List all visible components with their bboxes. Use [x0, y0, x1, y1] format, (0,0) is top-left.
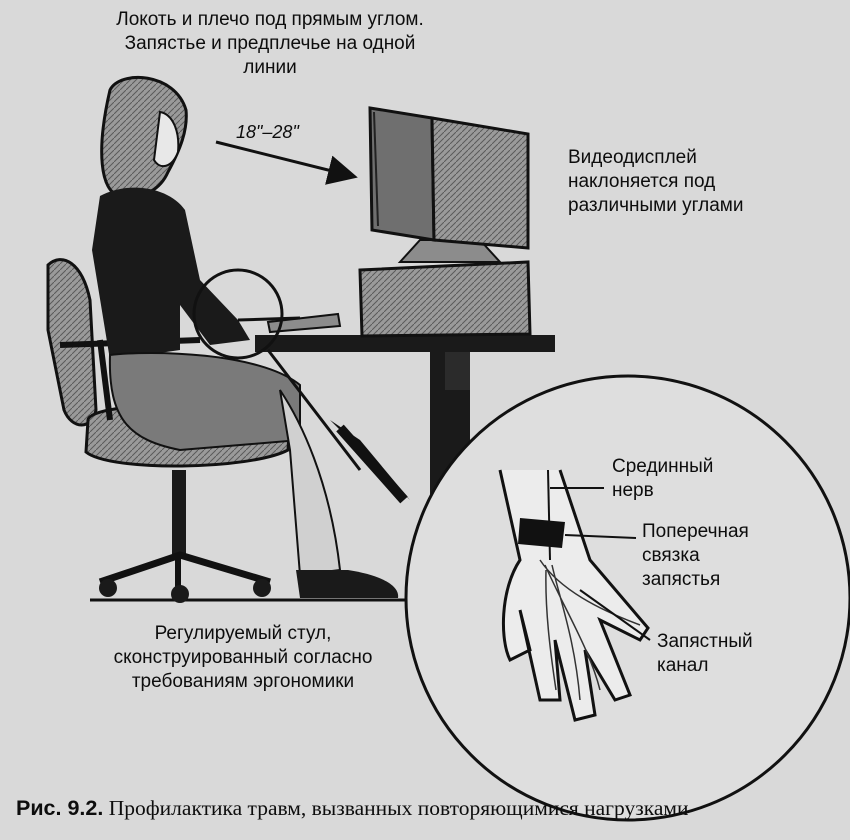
- zoom-arrow: [266, 349, 410, 504]
- figure-number: Рис. 9.2.: [16, 796, 104, 820]
- ligament-label-line: Поперечная: [642, 521, 749, 542]
- carpal-canal-label-line: Запястный: [657, 631, 753, 652]
- transverse-carpal-ligament: [518, 518, 565, 548]
- chair-label-line: сконструированный согласно: [113, 647, 373, 668]
- figure-caption: Рис. 9.2. Профилактика травм, вызванных …: [16, 796, 846, 821]
- wrist-magnifier-circle: [192, 268, 284, 360]
- posture-label-line: Локоть и плечо под прямым углом.: [116, 9, 424, 30]
- seated-person: [92, 76, 399, 598]
- ligament-label: Поперечная связка запястья: [642, 520, 749, 592]
- median-nerve-label-line: нерв: [612, 480, 654, 501]
- chair-label: Регулируемый стул, сконструированный сог…: [78, 622, 408, 694]
- monitor-label-line: Видеодисплей: [568, 147, 697, 168]
- monitor-label-line: наклоняется под: [568, 171, 716, 192]
- computer-base: [358, 239, 532, 338]
- median-nerve-label-line: Срединный: [612, 456, 714, 477]
- viewing-distance-label: 18"–28": [236, 122, 299, 142]
- chair-label-line: Регулируемый стул,: [154, 623, 332, 644]
- ligament-leader-line: [564, 534, 637, 539]
- posture-label-line: Запястье и предплечье на одной: [124, 33, 416, 54]
- posture-label-line: линии: [243, 57, 297, 78]
- chair-label-line: требованиям эргономики: [131, 671, 355, 692]
- figure-caption-text: Профилактика травм, вызванных повторяющи…: [108, 796, 689, 820]
- canal-leader-line: [579, 589, 651, 641]
- ligament-label-line: запястья: [642, 569, 721, 590]
- median-nerve-label: Срединный нерв: [612, 455, 713, 503]
- carpal-canal-label-line: канал: [657, 655, 709, 676]
- monitor-label: Видеодисплей наклоняется под различными …: [568, 146, 743, 218]
- monitor-label-line: различными углами: [568, 195, 744, 216]
- viewing-distance-arrow: [215, 140, 358, 185]
- keyboard: [266, 312, 342, 334]
- ligament-label-line: связка: [642, 545, 700, 566]
- hand-detail-inset: [404, 374, 850, 822]
- monitor: [368, 106, 530, 250]
- carpal-canal-label: Запястный канал: [657, 630, 753, 678]
- posture-label: Локоть и плечо под прямым углом. Запясть…: [60, 8, 480, 80]
